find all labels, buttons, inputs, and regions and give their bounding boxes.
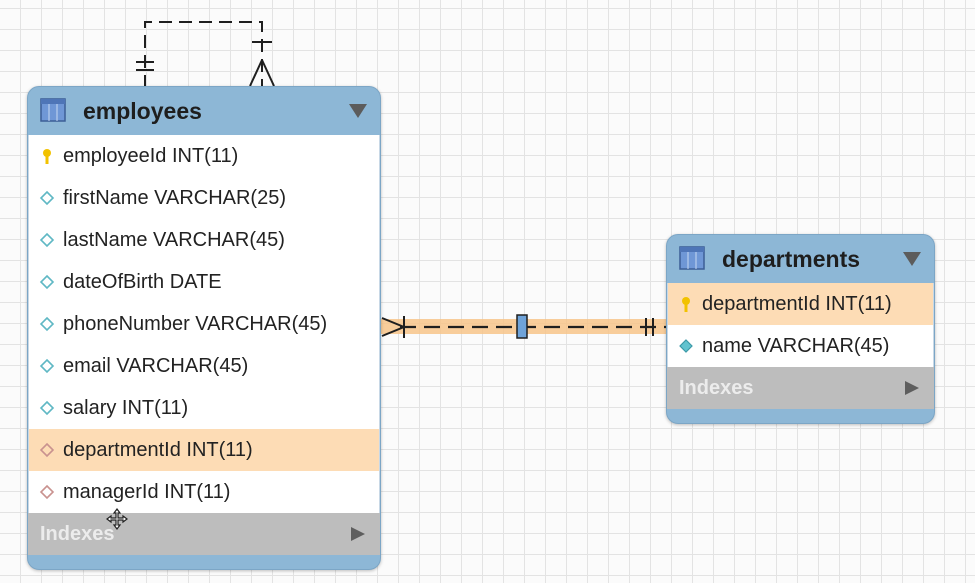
field-row[interactable]: managerId INT(11) <box>29 471 379 513</box>
field-row-highlighted[interactable]: departmentId INT(11) <box>29 429 379 471</box>
foreign-key-diamond-icon <box>39 442 55 458</box>
column-diamond-icon <box>39 274 55 290</box>
column-diamond-icon <box>39 316 55 332</box>
field-row[interactable]: salary INT(11) <box>29 387 379 429</box>
table-icon <box>679 246 705 270</box>
entity-header[interactable]: departments <box>667 235 934 283</box>
foreign-key-diamond-icon <box>39 484 55 500</box>
field-row[interactable]: firstName VARCHAR(25) <box>29 177 379 219</box>
entity-footer <box>28 555 380 569</box>
column-diamond-icon <box>39 190 55 206</box>
field-label: name VARCHAR(45) <box>702 334 890 357</box>
primary-key-icon <box>682 297 690 312</box>
field-label: lastName VARCHAR(45) <box>63 228 285 251</box>
entity-employees[interactable]: employees employeeId INT(11) firstName V… <box>27 86 381 570</box>
entity-title: departments <box>722 246 861 272</box>
field-row[interactable]: dateOfBirth DATE <box>29 261 379 303</box>
entity-departments[interactable]: departments departmentId INT(11) name VA… <box>666 234 935 424</box>
indexes-label: Indexes <box>40 522 115 545</box>
field-label: dateOfBirth DATE <box>63 270 222 293</box>
field-label: managerId INT(11) <box>63 480 231 503</box>
collapse-triangle-icon[interactable] <box>902 251 922 267</box>
column-diamond-icon <box>39 400 55 416</box>
column-diamond-icon <box>39 358 55 374</box>
entity-header[interactable]: employees <box>28 87 380 135</box>
table-icon <box>40 98 66 122</box>
move-cursor-icon <box>106 508 128 530</box>
collapse-triangle-icon[interactable] <box>348 103 368 119</box>
relationship-employees-departments[interactable] <box>380 314 670 339</box>
indexes-label: Indexes <box>679 376 754 399</box>
column-diamond-icon <box>39 232 55 248</box>
primary-key-icon <box>43 149 51 164</box>
field-row[interactable]: lastName VARCHAR(45) <box>29 219 379 261</box>
field-label: firstName VARCHAR(25) <box>63 186 286 209</box>
indexes-section[interactable]: Indexes <box>667 367 934 409</box>
entity-title: employees <box>83 98 202 124</box>
indexes-section[interactable]: Indexes <box>28 513 380 555</box>
field-row[interactable]: phoneNumber VARCHAR(45) <box>29 303 379 345</box>
entity-footer <box>667 409 934 423</box>
expand-arrow-icon[interactable] <box>350 526 366 542</box>
field-label: departmentId INT(11) <box>63 438 253 461</box>
expand-arrow-icon[interactable] <box>904 380 920 396</box>
field-row[interactable]: name VARCHAR(45) <box>668 325 933 367</box>
field-label: employeeId INT(11) <box>63 144 239 167</box>
field-row[interactable]: employeeId INT(11) <box>29 135 379 177</box>
relationship-employees-self[interactable] <box>136 21 275 88</box>
column-filled-diamond-icon <box>679 339 693 353</box>
field-row-highlighted[interactable]: departmentId INT(11) <box>668 283 933 325</box>
field-list: employeeId INT(11) firstName VARCHAR(25)… <box>28 135 380 513</box>
relationship-handle <box>516 314 528 339</box>
field-row[interactable]: email VARCHAR(45) <box>29 345 379 387</box>
field-label: salary INT(11) <box>63 396 189 419</box>
field-label: phoneNumber VARCHAR(45) <box>63 312 328 335</box>
field-label: email VARCHAR(45) <box>63 354 249 377</box>
field-list: departmentId INT(11) name VARCHAR(45) <box>667 283 934 367</box>
field-label: departmentId INT(11) <box>702 292 892 315</box>
